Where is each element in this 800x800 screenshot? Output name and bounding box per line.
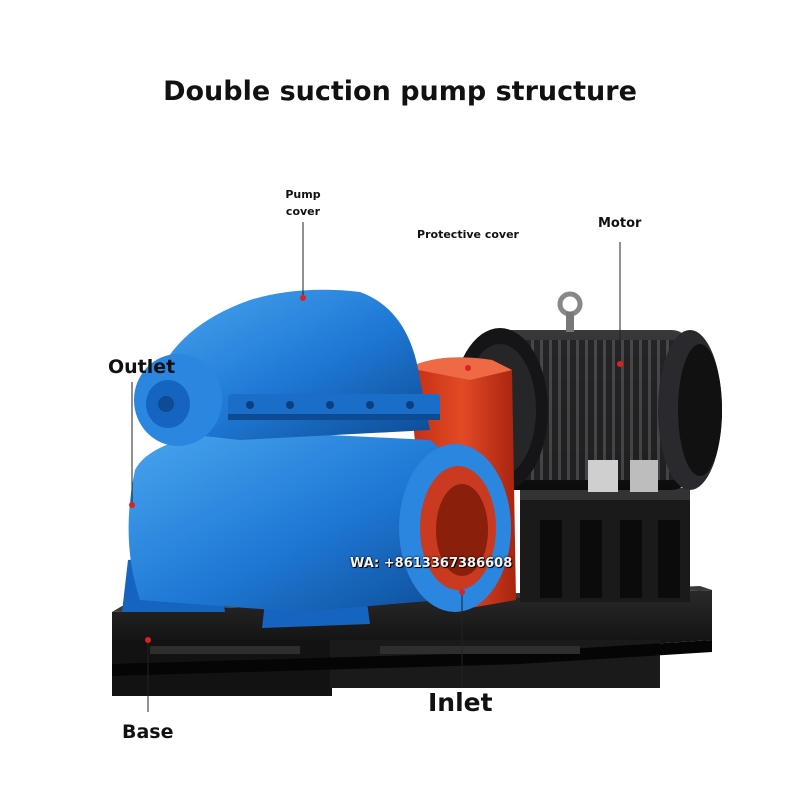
motor	[452, 291, 722, 492]
label-pump-cover: Pump cover	[285, 188, 321, 218]
pump-cover-marker	[300, 295, 306, 301]
watermark-contact: WA: +8613367386608	[350, 556, 513, 571]
diagram-title: Double suction pump structure	[163, 76, 637, 107]
marker-dots	[129, 295, 623, 643]
base-marker	[145, 637, 151, 643]
protective-cover-marker	[465, 365, 471, 371]
outlet-marker	[129, 502, 135, 508]
label-protective-cover: Protective cover	[417, 228, 519, 241]
label-motor: Motor	[598, 216, 642, 231]
motor-stand	[520, 488, 690, 602]
leader-lines	[131, 222, 621, 712]
motor-marker	[617, 361, 623, 367]
label-outlet: Outlet	[108, 356, 176, 378]
label-base: Base	[122, 721, 174, 743]
inlet-marker	[459, 589, 465, 595]
pump-casing	[122, 289, 511, 628]
label-inlet: Inlet	[428, 688, 493, 717]
